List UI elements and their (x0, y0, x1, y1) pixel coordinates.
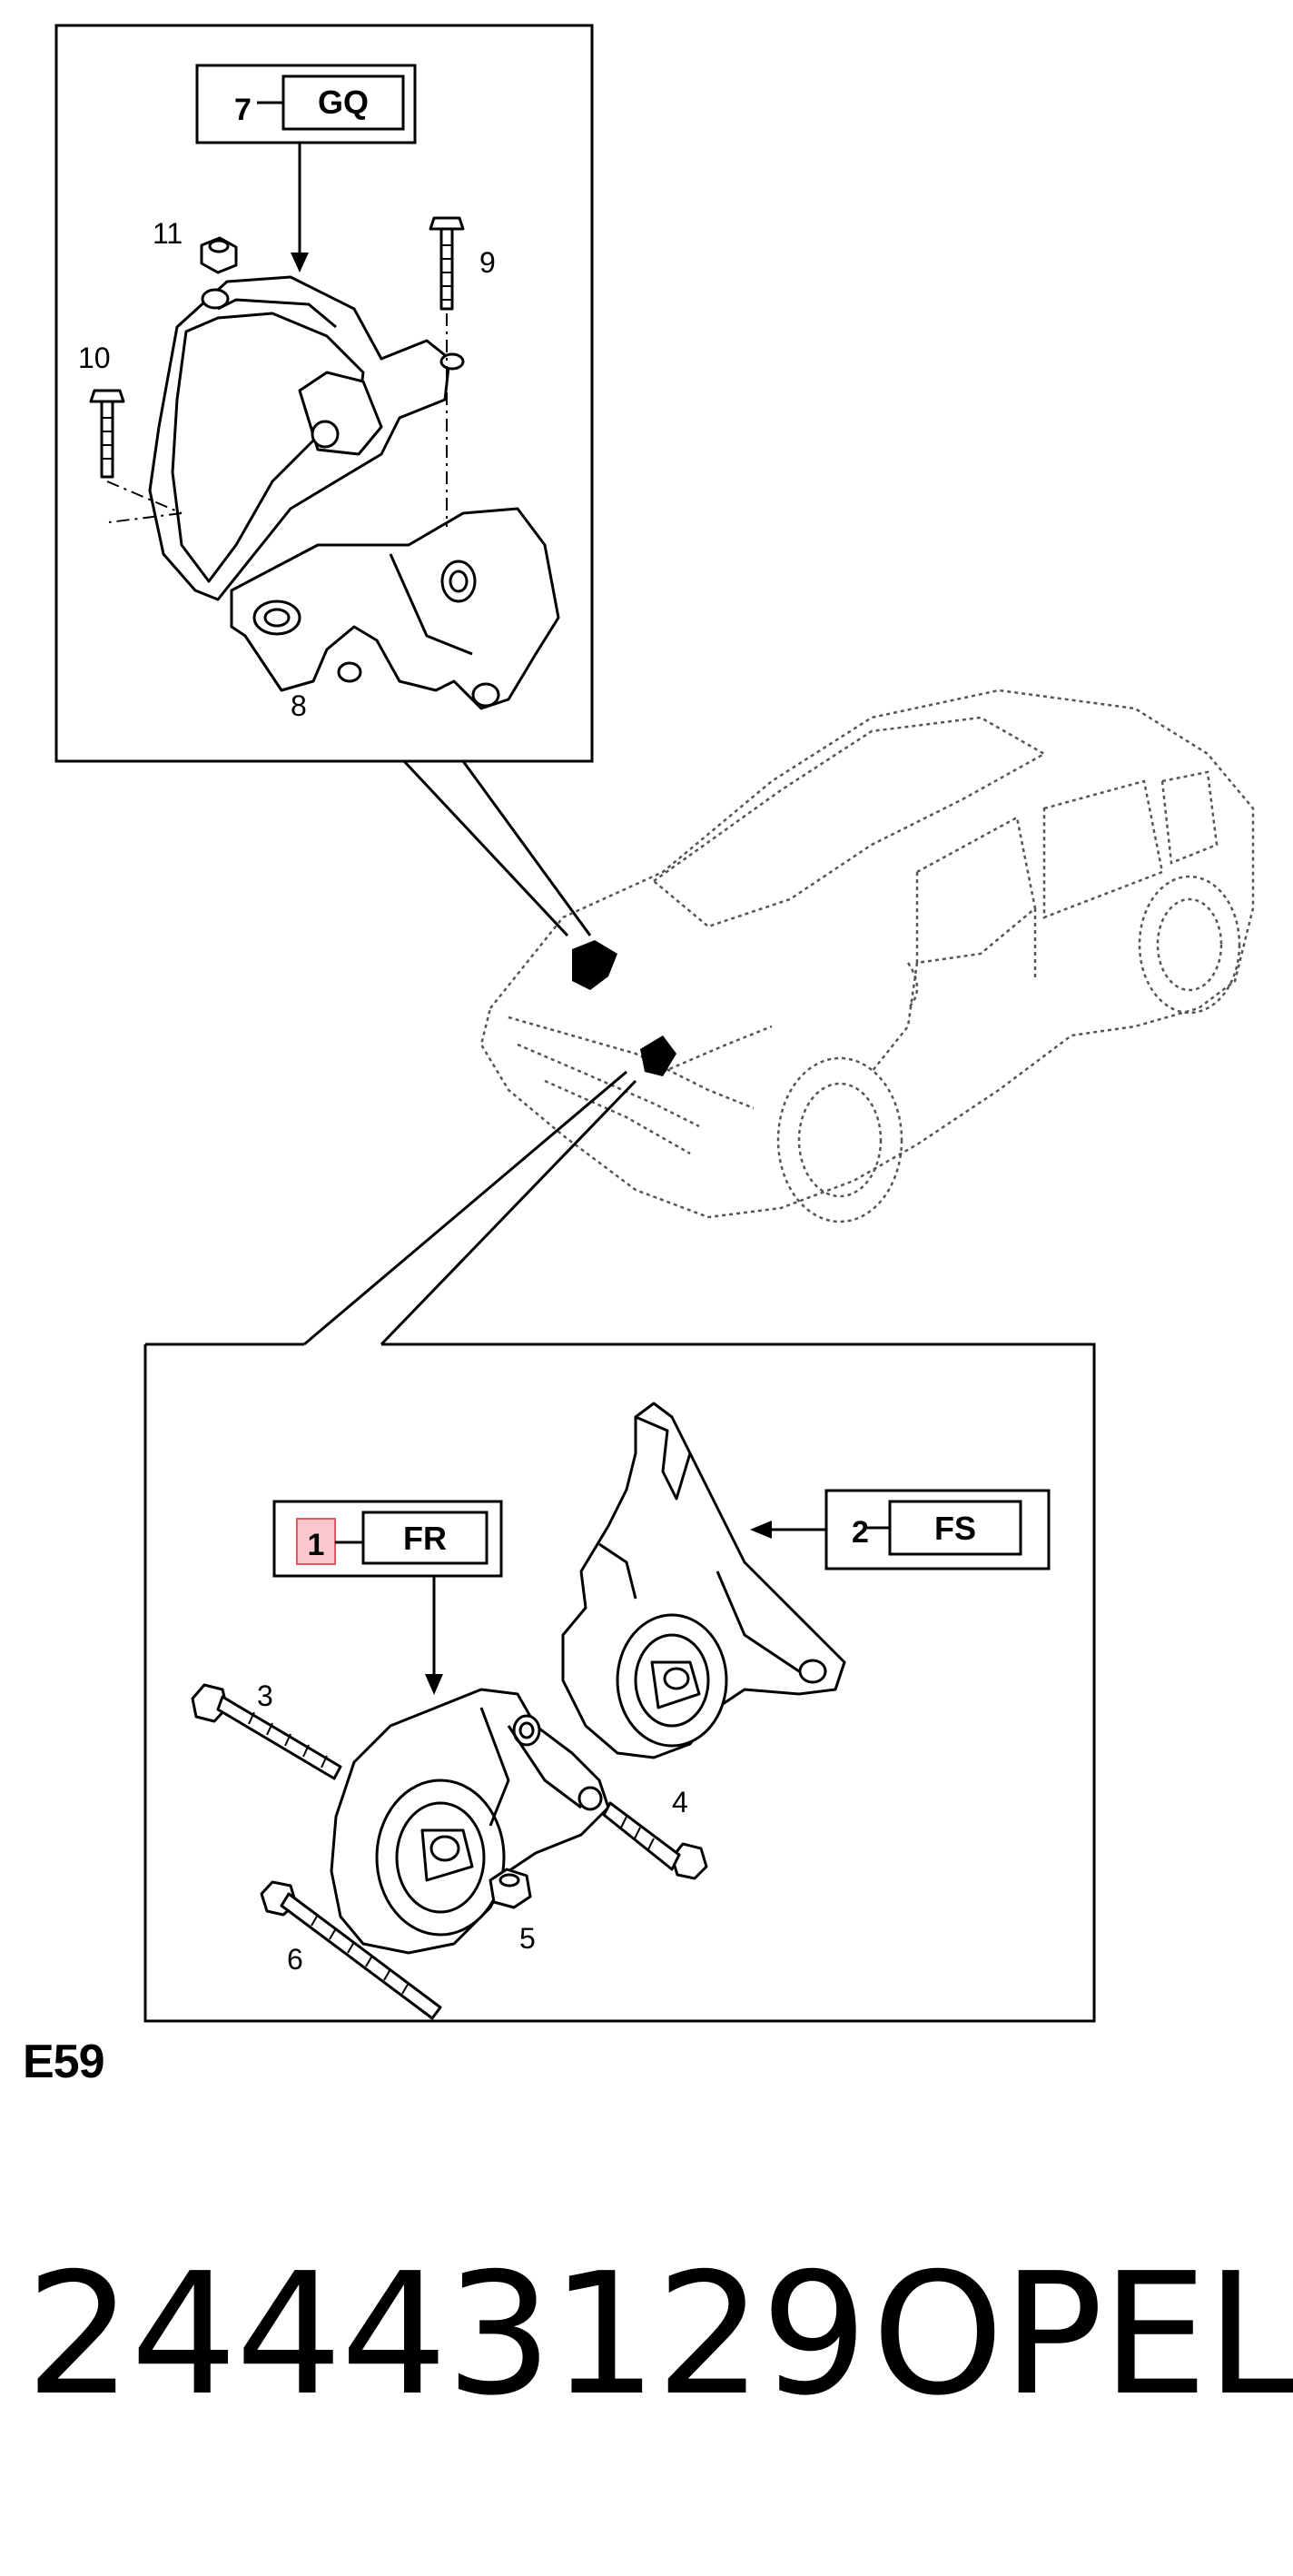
callout-8-number: 8 (291, 689, 307, 722)
callout-1-number: 1 (308, 1528, 325, 1562)
brand-name: OPEL (872, 2236, 1293, 2432)
assembly-centerlines (106, 313, 448, 527)
bottom-detail-frame (143, 1070, 1096, 2023)
part-info-row: 24443129 OPEL (0, 2225, 1293, 2443)
bottom-fasteners (191, 1683, 708, 2020)
car-outline (479, 689, 1255, 1224)
callout-10-number: 10 (78, 342, 111, 374)
callout-1-fr: 1 FR (272, 1500, 503, 1695)
mount-location-markers (572, 940, 676, 1076)
callout-7-code: GQ (318, 84, 369, 121)
transmission-mount-drawing (89, 216, 560, 710)
callout-1-code: FR (403, 1520, 447, 1557)
callout-2-fs: 2 FS (750, 1489, 1051, 1570)
top-detail-frame (54, 24, 594, 937)
callout-6-number: 6 (287, 1943, 303, 1976)
figure-code: E59 (23, 2036, 105, 2088)
engine-mount-fr-drawing (330, 1688, 610, 1955)
callout-7-gq: 7 GQ (195, 64, 417, 272)
callout-2-number: 2 (852, 1515, 869, 1550)
callout-11-number: 11 (153, 217, 183, 250)
callout-9-number: 9 (479, 246, 496, 279)
callout-4-number: 4 (672, 1786, 688, 1818)
callout-7-number: 7 (234, 93, 252, 127)
part-number: 24443129 (25, 2236, 868, 2432)
engine-mount-fs-drawing (561, 1402, 846, 1759)
callout-2-code: FS (934, 1510, 976, 1547)
callout-3-number: 3 (257, 1679, 273, 1712)
callout-5-number: 5 (519, 1922, 536, 1955)
